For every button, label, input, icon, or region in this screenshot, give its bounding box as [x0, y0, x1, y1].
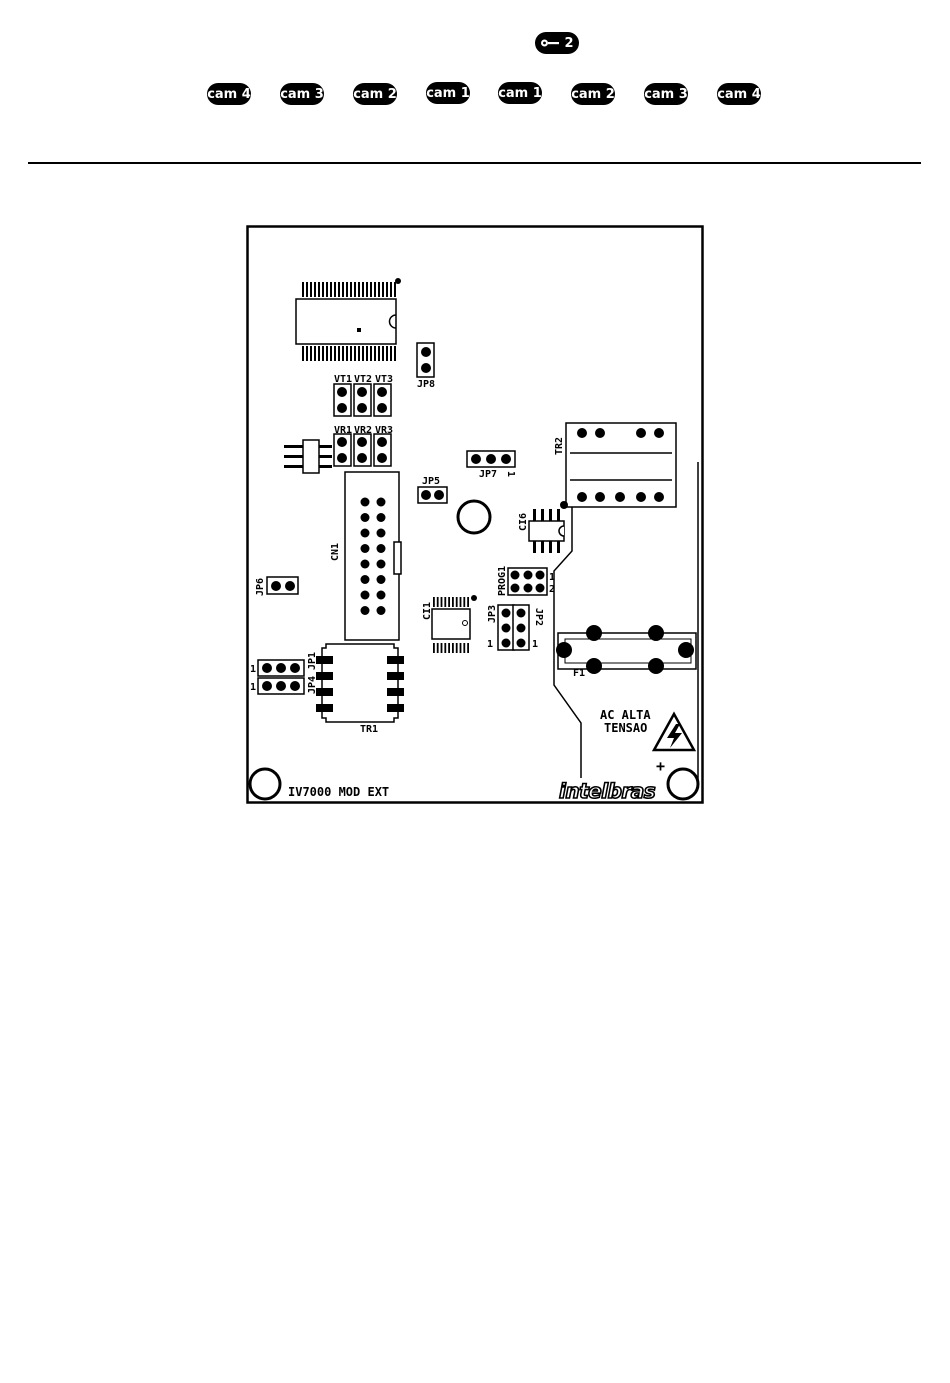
label-plus: +	[656, 757, 665, 775]
cam-button-label: cam 3	[280, 87, 324, 102]
key-icon	[540, 38, 560, 48]
cam-button-label: cam 2	[571, 87, 615, 102]
vt-jumper-block	[334, 384, 391, 416]
label-jp5: JP5	[422, 476, 440, 487]
label-jp3-pin: 1	[487, 639, 493, 650]
pcb-layout-diagram: JP8 VT1 VT2 VT3 VR1 VR2 VR3 CN1	[246, 225, 704, 805]
label-jp2-pin: 1	[532, 639, 538, 650]
label-tr1: TR1	[360, 724, 378, 735]
cam-button[interactable]: cam 3	[644, 83, 688, 105]
jp6-jumper: JP6	[255, 577, 298, 596]
label-jp6: JP6	[255, 578, 266, 596]
label-tensao: TENSAO	[604, 721, 647, 735]
label-jp7-pin: 1	[505, 471, 516, 477]
label-jp1-pin: 1	[250, 664, 256, 675]
label-jp2: JP2	[533, 608, 544, 626]
cam-button[interactable]: cam 1	[426, 82, 470, 104]
label-tr2: TR2	[554, 437, 565, 455]
cam-button-label: cam 4	[717, 87, 761, 102]
mounting-hole-center	[458, 501, 490, 533]
vr-jumper-block	[334, 434, 391, 466]
cam-button-label: cam 1	[498, 86, 542, 101]
label-ac-alta: AC ALTA	[600, 708, 651, 722]
label-jp3: JP3	[487, 605, 498, 623]
label-ci6: CI6	[518, 513, 529, 531]
cam-button[interactable]: cam 1	[498, 82, 542, 104]
label-jp8: JP8	[417, 379, 435, 390]
label-model: IV7000 MOD EXT	[288, 785, 389, 799]
mounting-hole-left	[250, 769, 280, 799]
key-badge-label: 2	[564, 36, 573, 51]
cam-button-label: cam 2	[353, 87, 397, 102]
tr2-relay: TR2	[554, 423, 676, 509]
tr1-transformer: TR1	[316, 644, 404, 735]
cam-button-label: cam 3	[644, 87, 688, 102]
label-jp7: JP7	[479, 469, 497, 480]
cam-button-label: cam 1	[426, 86, 470, 101]
cam-button[interactable]: cam 4	[207, 83, 251, 105]
key-badge: 2	[535, 32, 579, 54]
cam-button-label: cam 4	[207, 87, 251, 102]
label-ci1: CI1	[422, 602, 433, 620]
cam-button[interactable]: cam 2	[353, 83, 397, 105]
prog1-header: PROG1 1 2	[497, 566, 555, 596]
label-prog1: PROG1	[497, 566, 508, 596]
cam-button[interactable]: cam 3	[280, 83, 324, 105]
label-jp4-pin: 1	[250, 682, 256, 693]
brand-logo: intelbras	[559, 779, 656, 803]
label-f1: F1	[573, 668, 585, 679]
label-cn1: CN1	[330, 543, 341, 561]
jp8-jumper: JP8	[417, 343, 435, 390]
divider	[28, 162, 921, 164]
mounting-hole-right	[668, 769, 698, 799]
cam-button[interactable]: cam 2	[571, 83, 615, 105]
cam-button[interactable]: cam 4	[717, 83, 761, 105]
